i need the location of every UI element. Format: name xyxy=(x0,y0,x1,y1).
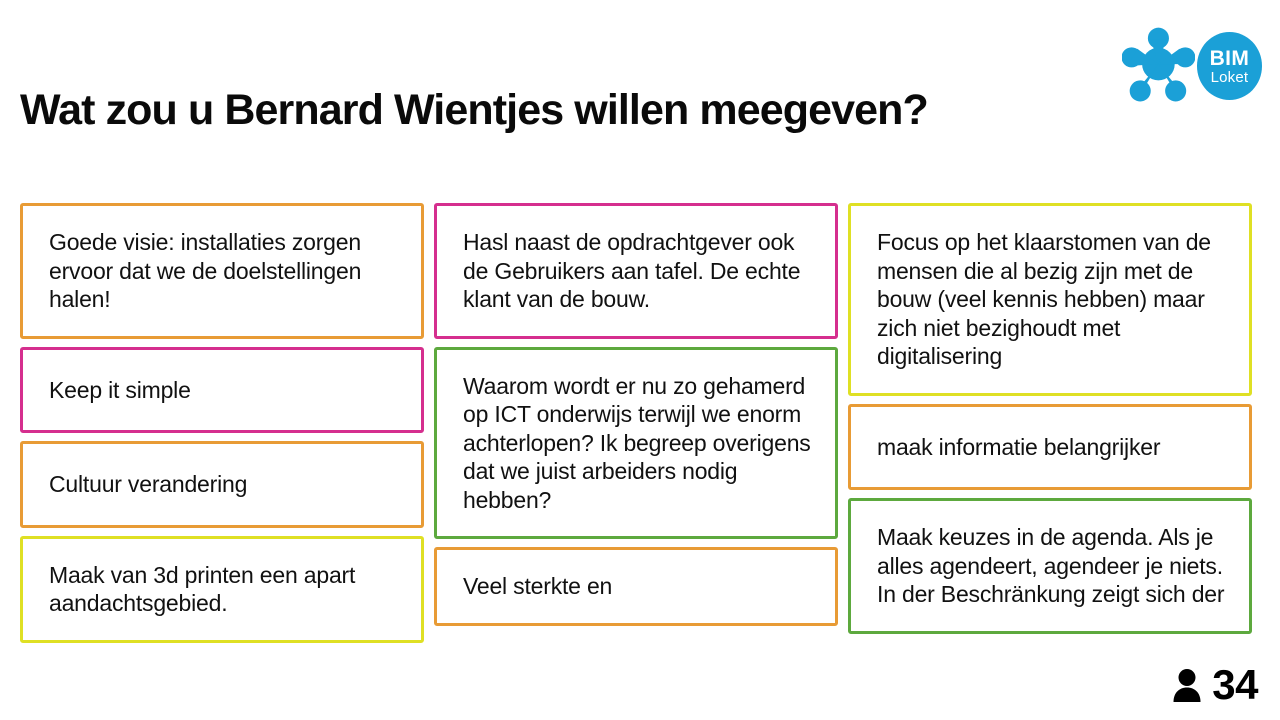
board-column-2: Hasl naast de opdrachtgever ook de Gebru… xyxy=(434,203,838,656)
feedback-card[interactable]: maak informatie belangrijker xyxy=(848,403,1252,491)
feedback-card[interactable]: Maak van 3d printen een apart aandachtsg… xyxy=(20,535,424,643)
feedback-card[interactable]: Keep it simple xyxy=(20,346,424,434)
participant-counter: 34 xyxy=(1172,664,1258,706)
feedback-card[interactable]: Cultuur verandering xyxy=(20,441,424,528)
board-column-1: Goede visie: installaties zorgen ervoor … xyxy=(20,203,424,656)
person-icon xyxy=(1173,669,1201,702)
logo-badge-line2: Loket xyxy=(1210,68,1249,86)
page-title: Wat zou u Bernard Wientjes willen meegev… xyxy=(20,86,929,134)
logo-badge-line1: BIM xyxy=(1209,46,1250,70)
feedback-card[interactable]: Goede visie: installaties zorgen ervoor … xyxy=(20,203,424,339)
bim-loket-blob-icon xyxy=(1122,27,1195,102)
cards-board: Goede visie: installaties zorgen ervoor … xyxy=(20,203,1252,656)
feedback-card[interactable]: Hasl naast de opdrachtgever ook de Gebru… xyxy=(434,203,838,339)
participant-count: 34 xyxy=(1212,661,1258,708)
feedback-card[interactable]: Veel sterkte en xyxy=(434,547,838,626)
bim-loket-logo: BIM Loket xyxy=(1122,22,1262,110)
feedback-card[interactable]: Maak keuzes in de agenda. Als je alles a… xyxy=(848,498,1252,634)
feedback-card[interactable]: Focus op het klaarstomen van de mensen d… xyxy=(848,203,1252,396)
feedback-card[interactable]: Waarom wordt er nu zo gehamerd op ICT on… xyxy=(434,346,838,540)
board-column-3: Focus op het klaarstomen van de mensen d… xyxy=(848,203,1252,656)
bim-loket-badge: BIM Loket xyxy=(1196,32,1262,100)
